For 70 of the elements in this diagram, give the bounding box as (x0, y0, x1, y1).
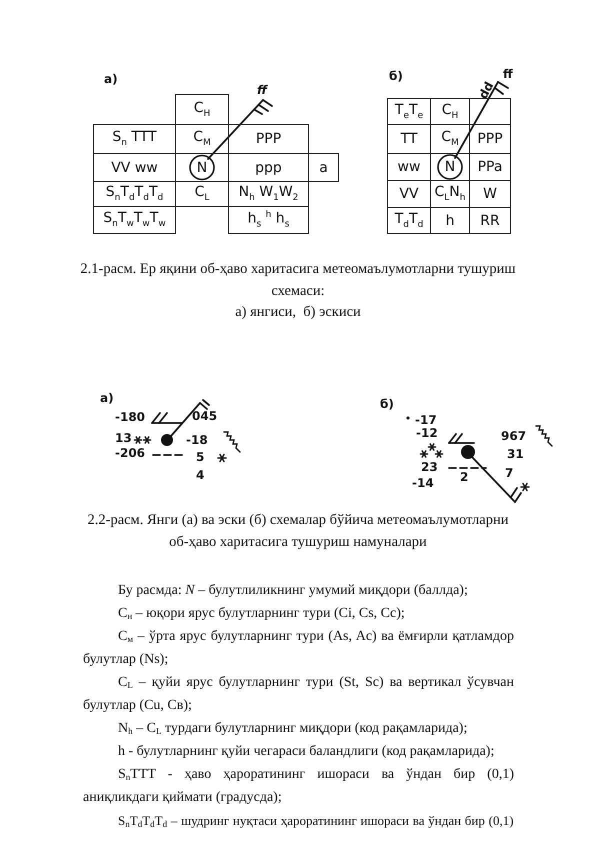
handwritten-label: ff (257, 84, 267, 98)
handwritten-label: б) (389, 70, 403, 84)
cell-text: ppp (255, 160, 282, 174)
table-cell (93, 206, 176, 234)
cell-text: h (446, 214, 454, 228)
table-cell (228, 206, 309, 234)
cell-text: h$_{s}$ $^{h}$ h$_{s}$ (248, 210, 290, 230)
cell-text: PPa (478, 160, 502, 174)
cell-text: ww (398, 160, 420, 174)
handwritten-label: 7 (505, 467, 514, 480)
cell-text: VV (399, 187, 419, 201)
handwritten-label: б) (380, 398, 394, 412)
handwritten-label: 5 (196, 451, 204, 464)
handwritten-label: -180 (115, 411, 146, 424)
table-cell (387, 98, 431, 125)
handwritten-label: а) (104, 73, 118, 86)
cell-text: C$_{M}$ (193, 130, 211, 148)
handwritten-label: 23 (421, 461, 438, 474)
handwritten-label: 4 (196, 469, 204, 482)
handwritten-label: 13 (115, 432, 132, 446)
cell-text: C$_{H}$ (442, 102, 458, 120)
handwritten-label: 2 (460, 471, 468, 484)
table-cell (175, 94, 229, 125)
cell-text: N (444, 160, 456, 174)
handwritten-label: -206 (115, 447, 146, 460)
paragraph: N$_{h}$ – C$_{L}$ турдаги булутларнинг миқдори (код рақамларида); (117, 720, 468, 738)
cell-text: a (319, 160, 328, 174)
cell-text: W (483, 187, 497, 201)
paragraph: S$_{n}$TTT - ҳаво ҳароратининг ишораси ва ўндан бир (0,1) аниқликдаги қиймати (градусда); (83, 766, 514, 807)
paragraph: C$_{н}$ – юқори ярус булутларнинг тури (Ci, Cs, Cc); (117, 605, 406, 623)
cell-text: T$_{d}$T$_{d}$ (394, 212, 424, 230)
cell-text: VV ww (111, 160, 158, 174)
paragraph: Бу расмда: N – булутлиликнинг умумий миқдори (баллда); (117, 582, 469, 600)
table-cell (387, 207, 431, 234)
paragraph: C$_{L}$ – қуйи ярус булутларнинг тури (St, Sc) ва вертикал ўсувчан булутлар (Cu, Cв); (83, 674, 514, 715)
paragraph: h - булутларнинг қуйи чегараси баландлиги (код рақамларида); (117, 743, 496, 761)
cell-text: PPP (256, 132, 282, 146)
table-cell (308, 153, 339, 182)
table-cell (93, 124, 176, 154)
cell-text: T$_{e}$T$_{e}$ (394, 102, 424, 120)
table-cell (228, 124, 309, 154)
cell-text: S$_{n}$T$_{d}$T$_{d}$T$_{d}$ (106, 185, 164, 203)
figure-caption: 2.2-расм. Янги (а) ва эски (б) схемалар бўйича метеомаълумотларни об-ҳаво харитасига тушуриш намуналари (86, 511, 510, 552)
paragraph: C$_{м}$ – ўрта ярус булутларнинг тури (As, Ac) ва ёмғирли қатламдор булутлар (Ns); (83, 628, 514, 669)
handwritten-label: -14 (412, 477, 434, 490)
table-cell (469, 207, 511, 234)
figure-caption: 2.1-расм. Ер яқини об-ҳаво харитасига метеомаълумотларни тушуриш схемаси: (79, 260, 517, 301)
handwritten-label: -18 (186, 434, 208, 448)
handwritten-label: ff (503, 68, 513, 82)
cell-text: C$_{L}$N$_{h}$ (434, 185, 466, 203)
cell-text: S$_{n}$ TTT (112, 130, 157, 148)
handwritten-label: -12 (416, 427, 438, 440)
cell-text: RR (480, 214, 500, 228)
cell-text: TT (400, 132, 418, 146)
handwritten-label: 967 (501, 430, 526, 444)
paragraph: S$_{n}$T$_{d}$T$_{d}$T$_{d}$ – шудринг нуқтаси ҳароратининг ишораси ва ўндан бир (0,1) (117, 812, 514, 831)
handwritten-label: 31 (507, 448, 524, 462)
figure-caption: а) янгиси, б) эскиси (234, 303, 362, 322)
handwritten-label: -17 (415, 414, 437, 428)
cell-text: C$_{H}$ (194, 100, 210, 118)
empty-cell (469, 98, 511, 125)
cell-text: PPP (477, 132, 503, 146)
cell-text: N$_{h}$ W$_{1}$W$_{2}$ (238, 185, 298, 203)
cell-text: C$_{M}$ (441, 130, 459, 148)
cell-text: N (196, 160, 208, 174)
cell-text: C$_{L}$ (194, 185, 210, 203)
handwritten-label: dd (476, 80, 496, 102)
handwritten-label: а) (100, 392, 114, 406)
cell-text: S$_{n}$T$_{w}$T$_{w}$T$_{w}$ (103, 211, 166, 229)
handwritten-label: 045 (192, 410, 218, 424)
